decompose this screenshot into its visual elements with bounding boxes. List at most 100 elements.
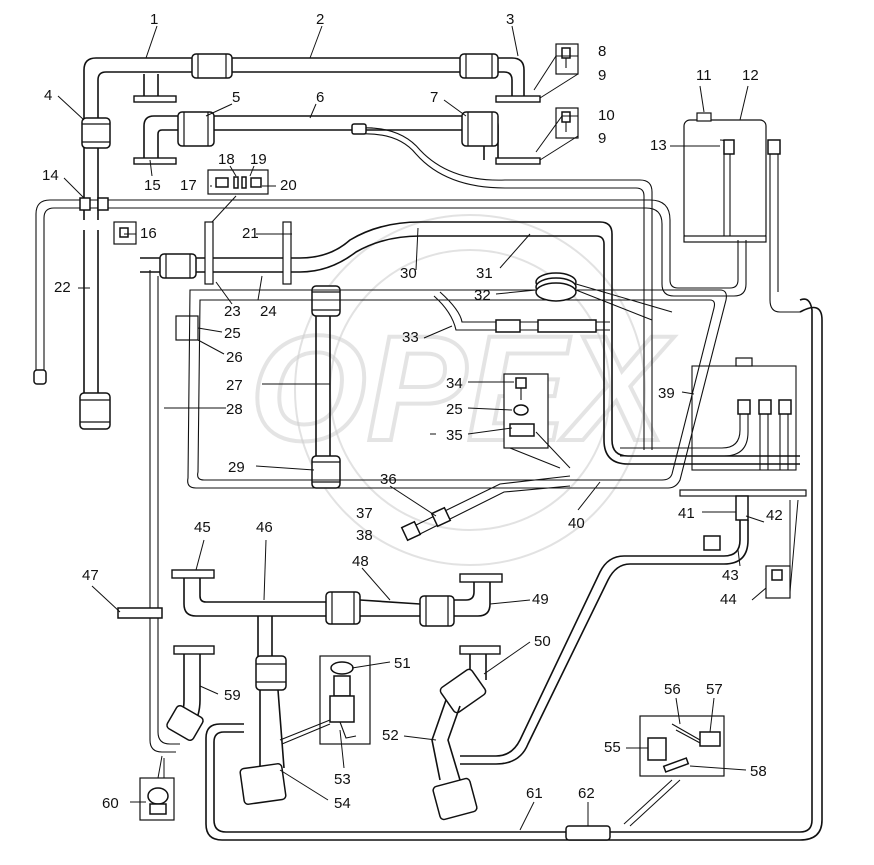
callout-48: 48 (352, 553, 369, 570)
hose-33 (433, 291, 610, 333)
callout-42: 42 (766, 507, 783, 524)
small-hose (351, 123, 653, 450)
mid-left-pipe (140, 221, 800, 465)
callout-31: 31 (476, 265, 493, 282)
clamp-32 (535, 272, 577, 302)
callout-5: 5 (232, 89, 240, 106)
callout-1: 1 (150, 11, 158, 28)
callout-51: 51 (394, 655, 411, 672)
callout-8: 8 (598, 43, 606, 60)
bracket-40-44 (460, 489, 807, 765)
box-39 (620, 357, 797, 471)
callout-11: 11 (696, 67, 712, 84)
tank-bracket (683, 235, 767, 243)
callout-46: 46 (256, 519, 273, 536)
callout-20: 20 (280, 177, 297, 194)
hose-coupling (79, 392, 111, 430)
flange (133, 157, 177, 165)
clamp (117, 607, 163, 619)
callout-62: 62 (578, 785, 595, 802)
loop-hose (117, 270, 727, 753)
callout-25-right: 25 (446, 401, 463, 418)
callout-30: 30 (400, 265, 417, 282)
callout-10: 10 (598, 107, 615, 124)
lower-manifold (171, 569, 503, 805)
elbow-50-52 (431, 645, 501, 821)
expansion-tank (683, 112, 800, 313)
callout-17: 17 (180, 177, 197, 194)
callout-50: 50 (534, 633, 551, 650)
callout-25-left: 25 (224, 325, 241, 342)
callout-47: 47 (82, 567, 99, 584)
callout-6: 6 (316, 89, 324, 106)
callout-27: 27 (226, 377, 243, 394)
hose-coupling (81, 117, 111, 149)
callout-13: 13 (650, 137, 667, 154)
second-header-pipe (133, 111, 541, 165)
callout-39: 39 (658, 385, 675, 402)
flange (495, 95, 541, 103)
callout-35: 35 (446, 427, 463, 444)
callout-61: 61 (526, 785, 543, 802)
top-header-pipe (83, 53, 541, 220)
callout-56: 56 (664, 681, 681, 698)
inset-34-35 (503, 373, 549, 449)
left-horizontal-tube (33, 197, 747, 385)
bolt-10-9 (555, 107, 579, 139)
callout-40: 40 (568, 515, 585, 532)
callout-36: 36 (380, 471, 397, 488)
callout-49: 49 (532, 591, 549, 608)
callout-16: 16 (140, 225, 157, 242)
callout-54: 54 (334, 795, 351, 812)
watermark: OPEX (248, 214, 677, 566)
callout-53: 53 (334, 771, 351, 788)
callout-18: 18 (218, 151, 235, 168)
callout-37: 37 (356, 505, 373, 522)
fitting-60-inset (139, 777, 175, 821)
callout-23: 23 (224, 303, 241, 320)
fitting-set-17-20 (207, 169, 269, 195)
callout-9-bottom: 9 (598, 130, 606, 147)
callout-57: 57 (706, 681, 723, 698)
callout-labels: 1 2 3 4 5 6 7 8 9 10 9 11 12 13 14 15 16… (42, 11, 783, 812)
callout-32: 32 (474, 287, 491, 304)
callout-58: 58 (750, 763, 767, 780)
callout-28: 28 (226, 401, 243, 418)
flange (133, 95, 177, 103)
leader-lines (57, 25, 799, 831)
callout-60: 60 (102, 795, 119, 812)
hose-coupling (459, 53, 499, 79)
valve-inset (319, 655, 371, 745)
bolt-8-9 (555, 43, 579, 75)
fitting-16 (113, 221, 137, 245)
callout-41: 41 (678, 505, 695, 522)
callout-2: 2 (316, 11, 324, 28)
tank-body (683, 119, 767, 241)
callout-38: 38 (356, 527, 373, 544)
callout-33: 33 (402, 329, 419, 346)
callout-9-top: 9 (598, 67, 606, 84)
callout-3: 3 (506, 11, 514, 28)
hose-coupling (191, 53, 233, 79)
watermark-text: OPEX (250, 304, 675, 472)
elbow-59 (166, 645, 215, 742)
callout-15: 15 (144, 177, 161, 194)
hardware-inset (639, 715, 725, 777)
callout-26: 26 (226, 349, 243, 366)
tank-cap (696, 112, 712, 122)
callout-22: 22 (54, 279, 71, 296)
watermark-gear-outer (294, 214, 646, 566)
callout-59: 59 (224, 687, 241, 704)
callout-12: 12 (742, 67, 759, 84)
callout-14: 14 (42, 167, 59, 184)
callout-19: 19 (250, 151, 267, 168)
hose-coupling (461, 111, 499, 147)
callout-21: 21 (242, 225, 259, 242)
right-loop-hose (205, 298, 823, 841)
callout-29: 29 (228, 459, 245, 476)
callout-45: 45 (194, 519, 211, 536)
callout-43: 43 (722, 567, 739, 584)
callout-52: 52 (382, 727, 399, 744)
